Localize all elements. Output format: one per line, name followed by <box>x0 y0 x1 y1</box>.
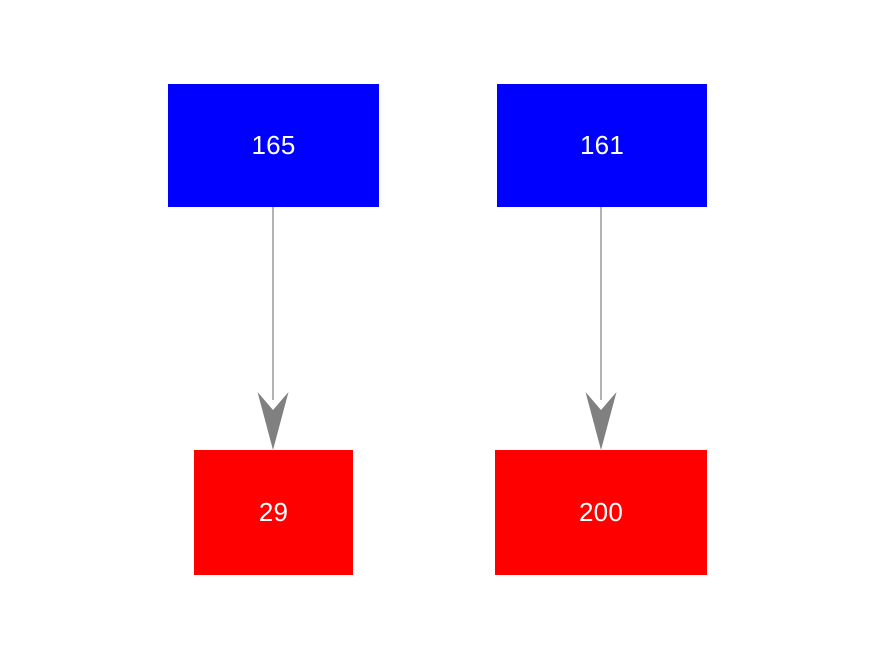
node-161[interactable]: 161 <box>497 84 707 207</box>
edge-165-to-29[interactable] <box>257 207 289 450</box>
edge-arrowhead <box>585 392 617 450</box>
node-165[interactable]: 165 <box>168 84 379 207</box>
node-200[interactable]: 200 <box>495 450 707 575</box>
edge-arrowhead <box>257 392 289 450</box>
edge-161-to-200[interactable] <box>585 207 617 450</box>
node-label: 165 <box>251 129 296 160</box>
node-29[interactable]: 29 <box>194 450 353 575</box>
node-label: 161 <box>580 129 624 160</box>
node-label: 200 <box>579 496 623 527</box>
node-label: 29 <box>258 496 289 527</box>
